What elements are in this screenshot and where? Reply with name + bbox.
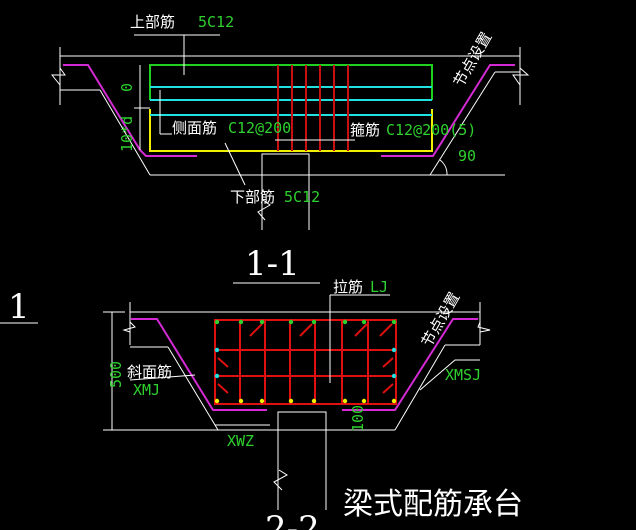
rebar-dot — [259, 398, 265, 404]
rebar-dot — [259, 319, 265, 325]
section-1-1 — [50, 34, 530, 230]
tie-bar-value: LJ — [370, 278, 388, 296]
bottom-bar-label: 下部筋 — [230, 188, 275, 206]
rebar-dot — [342, 319, 348, 325]
dim-100: 100 — [349, 405, 367, 432]
rebar-dot — [311, 319, 317, 325]
rebar-dot — [214, 319, 220, 325]
slope-bar-right — [342, 318, 478, 411]
rebar-dot — [288, 398, 294, 404]
top-bar-value: 5C12 — [198, 13, 234, 31]
top-bar-label: 上部筋 — [130, 13, 175, 31]
slope-stirrup-value: XMSJ — [445, 366, 481, 384]
rebar-dot — [214, 373, 220, 379]
stirrups — [277, 65, 349, 151]
bottom-bar-value: 5C12 — [284, 188, 320, 206]
rebar-dot — [214, 398, 220, 404]
dim-top: 0 — [118, 83, 136, 92]
stirrup-value: C12@200(5) — [386, 121, 476, 139]
section-title-2-2: 2-2 — [265, 509, 320, 530]
rebar-dot — [342, 398, 348, 404]
left-marker: 1 — [8, 287, 30, 327]
rebar-dot — [391, 319, 397, 325]
stirrup-label: 箍筋 — [350, 121, 380, 139]
dim-height: 500 — [107, 361, 125, 388]
side-bar-label: 侧面筋 — [172, 119, 217, 137]
rebar-dot — [288, 319, 294, 325]
rebar-dot — [361, 398, 367, 404]
rebar-dot — [238, 398, 244, 404]
slope-bar-label: 斜面筋 — [127, 363, 172, 381]
slope-bar-left — [131, 318, 267, 411]
rebar-dot — [361, 319, 367, 325]
caption: 梁式配筋承台 — [343, 487, 523, 522]
tie-bar-label: 拉筋 — [333, 278, 363, 296]
angle-label: 90 — [458, 147, 476, 165]
dim-side: 10*d — [118, 116, 136, 152]
dim-bottom: XWZ — [227, 432, 254, 450]
rebar-dot — [311, 398, 317, 404]
slope-bar-value: XMJ — [133, 381, 160, 399]
section-title-1-1: 1-1 — [245, 244, 300, 284]
rebar-dot — [391, 347, 397, 353]
rebar-dot — [214, 347, 220, 353]
section-2-2 — [103, 294, 491, 510]
rebar-dot — [391, 373, 397, 379]
side-bar-value: C12@200 — [228, 119, 291, 137]
magenta-bar-right — [381, 64, 515, 157]
rebar-dot — [391, 398, 397, 404]
rebar-grid — [214, 319, 397, 405]
rebar-dot — [238, 319, 244, 325]
node-setting-1: 节点设置 — [450, 29, 496, 90]
